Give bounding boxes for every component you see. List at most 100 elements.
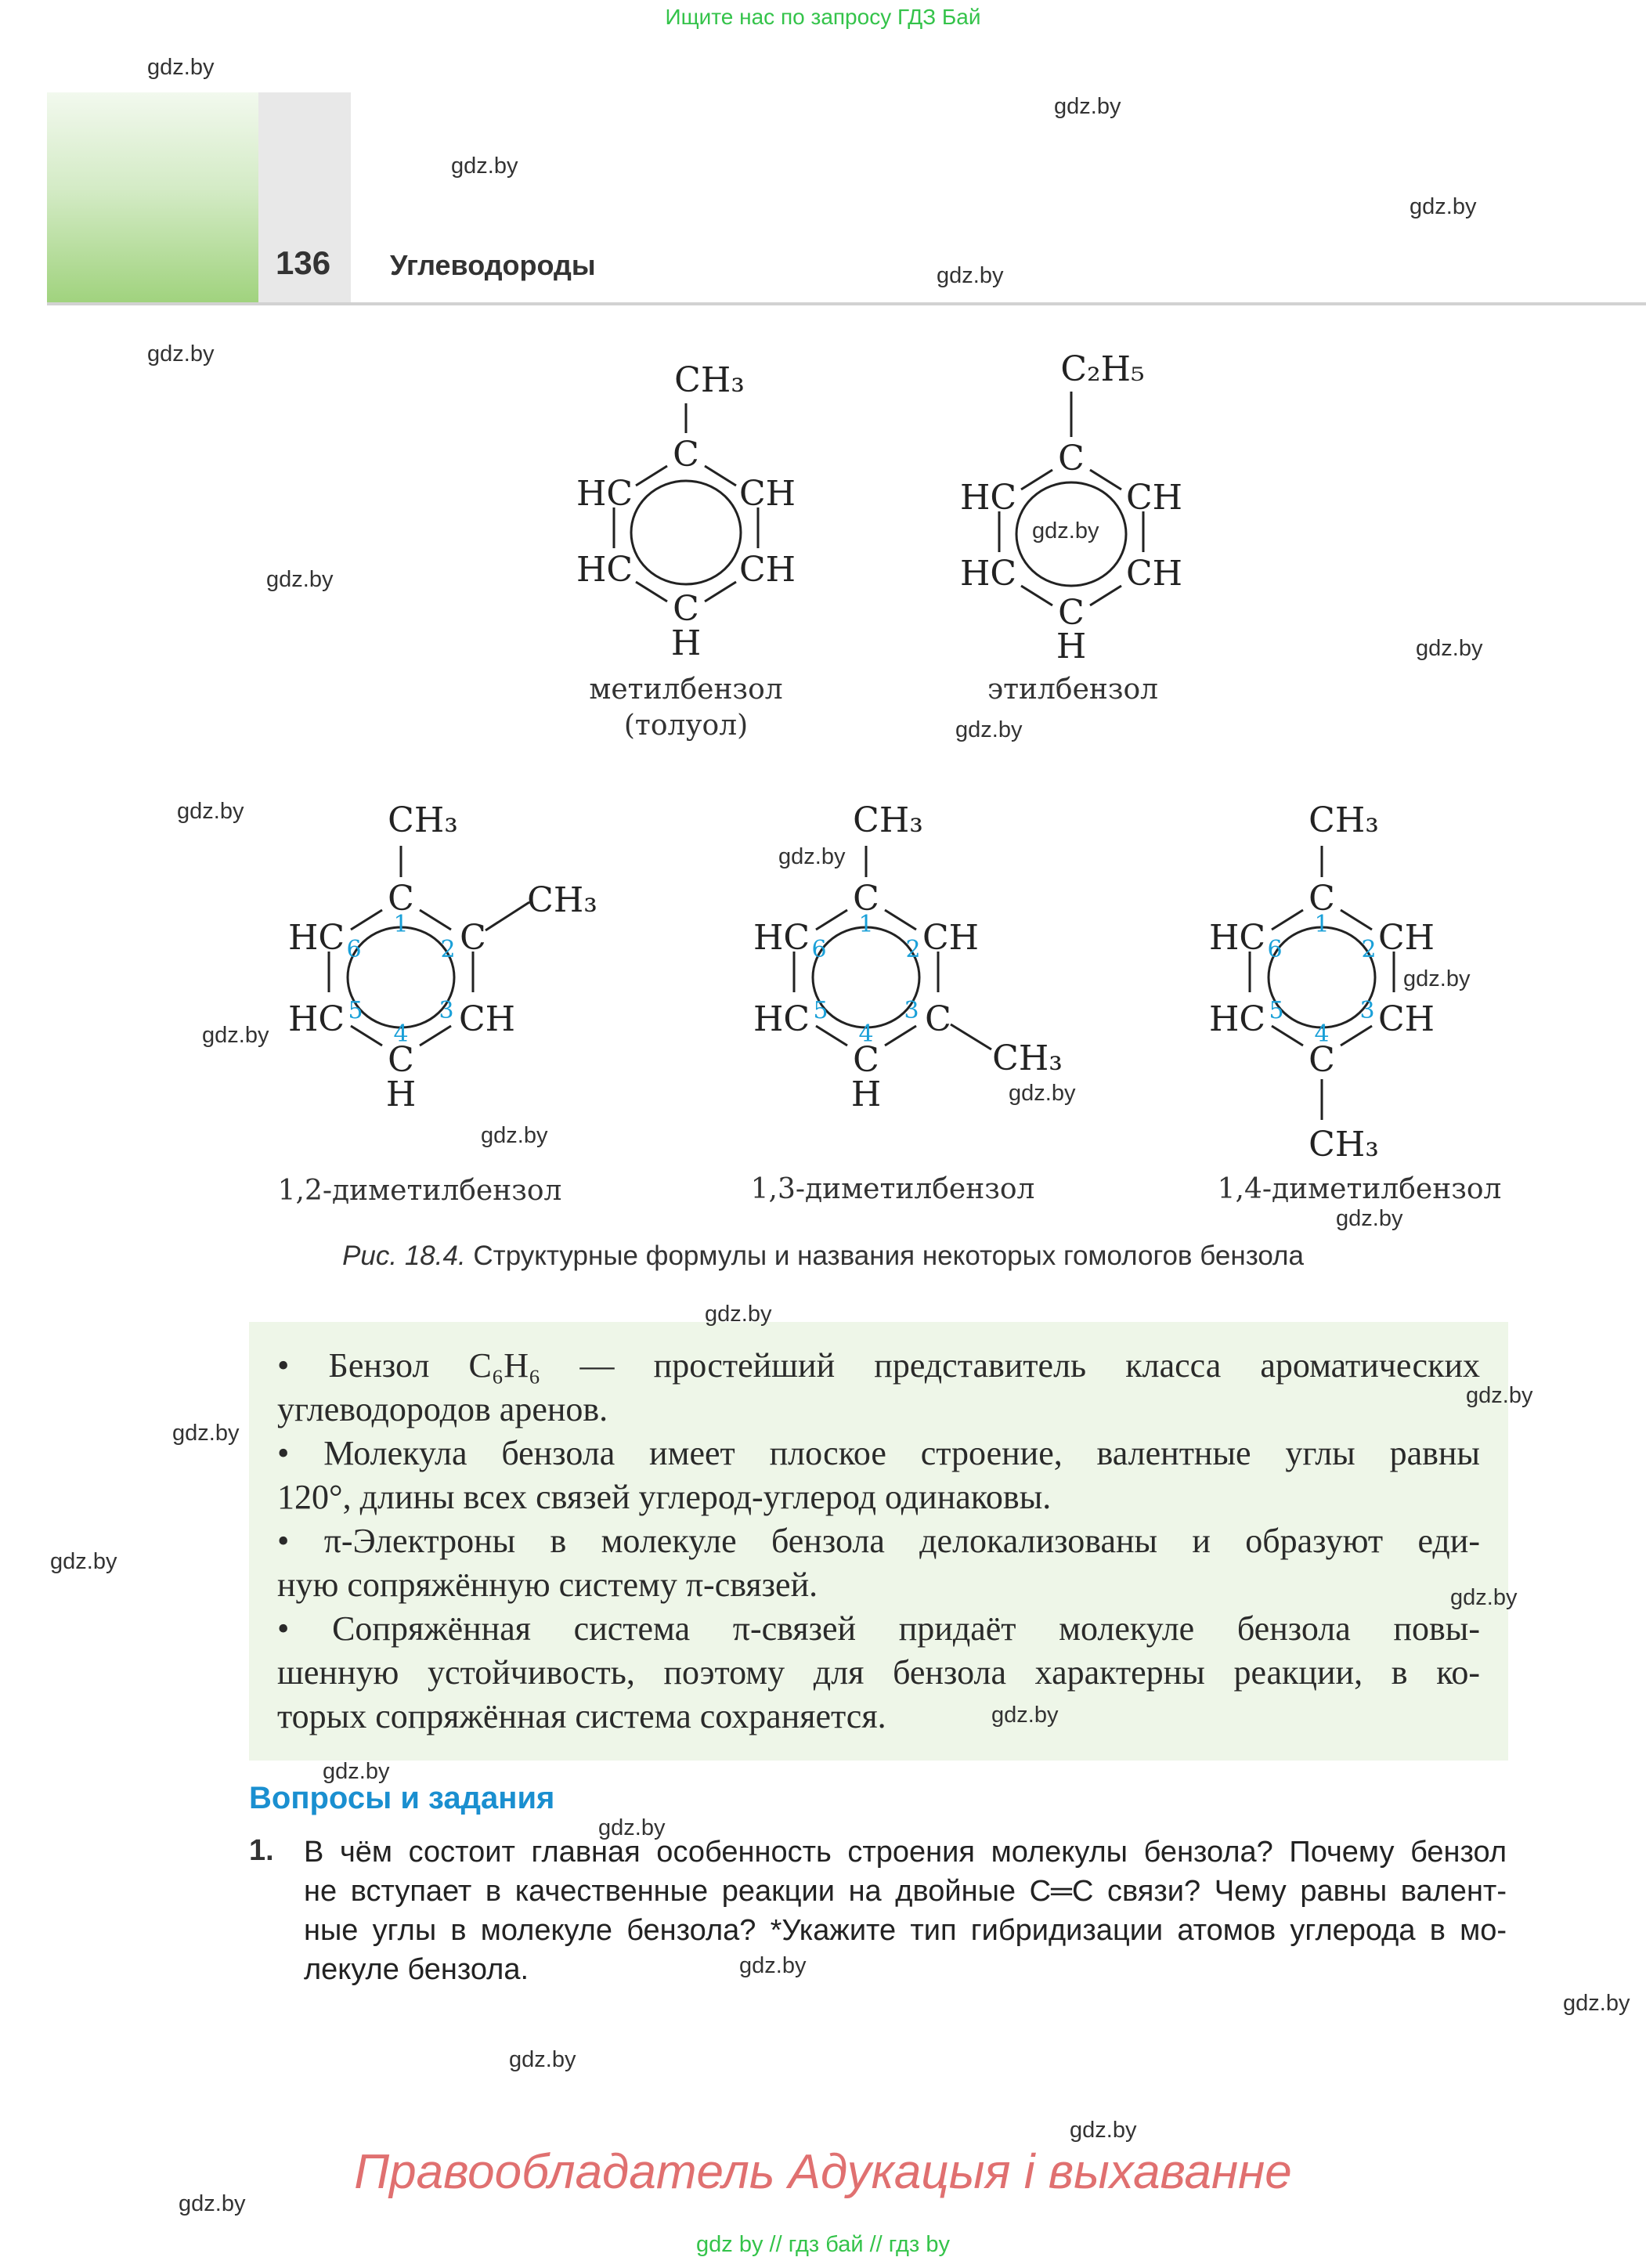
para-xylene-substituent-top: CH₃ xyxy=(1308,800,1379,840)
para-xylene-atom-ch2: CH xyxy=(1378,918,1435,958)
toluene-substituent: CH₃ xyxy=(674,360,745,400)
summary-line: шенную устойчивость, поэтому для бензола… xyxy=(277,1653,1480,1692)
meta-xylene-substituent-top: CH₃ xyxy=(853,800,923,840)
para-xylene-atom-ch3: CH xyxy=(1378,999,1435,1039)
meta-xylene-num-5: 5 xyxy=(813,997,828,1024)
watermark: gdz.by xyxy=(509,2047,576,2072)
watermark: gdz.by xyxy=(1466,1383,1533,1408)
ethylbenzene-name: этилбензол xyxy=(987,674,1158,706)
watermark: gdz.by xyxy=(147,341,215,367)
watermark: gdz.by xyxy=(1450,1585,1518,1610)
ethylbenzene-atom-c1: C xyxy=(1058,439,1085,479)
ortho-xylene-num-2: 2 xyxy=(440,936,455,963)
para-xylene-num-5: 5 xyxy=(1269,997,1283,1024)
summary-line: 120°, длины всех связей углерод-углерод … xyxy=(277,1478,1052,1516)
ethylbenzene-atom-ch-lower: CH xyxy=(1126,554,1182,594)
ortho-xylene-atom-ch3: CH xyxy=(459,999,515,1039)
watermark: gdz.by xyxy=(739,1953,807,1978)
watermark: gdz.by xyxy=(1336,1206,1403,1231)
summary-box xyxy=(249,1322,1508,1761)
ortho-xylene-num-3: 3 xyxy=(439,997,453,1024)
para-xylene-num-3: 3 xyxy=(1359,997,1374,1024)
toluene-alt-name: (толуол) xyxy=(624,710,748,742)
watermark: gdz.by xyxy=(266,567,334,592)
watermark: gdz.by xyxy=(323,1759,390,1784)
ethylbenzene-atom-hc-lower: HC xyxy=(960,554,1016,594)
watermark: gdz.by xyxy=(1563,1991,1630,2016)
ethylbenzene-atom-ch-upper: CH xyxy=(1126,478,1182,518)
meta-xylene-atom-c4: C xyxy=(853,1040,879,1080)
meta-xylene-num-4: 4 xyxy=(858,1020,873,1048)
meta-xylene-num-2: 2 xyxy=(905,936,920,963)
summary-line: торых сопряжённая система сохраняется. xyxy=(277,1697,886,1735)
meta-xylene-atom-c1: C xyxy=(853,879,879,919)
summary-line: • Бензол C₆H₆ — простейший представитель… xyxy=(277,1346,1480,1385)
question-number: 1. xyxy=(249,1834,274,1867)
watermark: gdz.by xyxy=(705,1302,772,1327)
ortho-xylene-atom-c4: C xyxy=(388,1040,414,1080)
copyright-notice: Правообладатель Адукацыя і выхаванне xyxy=(354,2145,1292,2199)
toluene-atom-c1: C xyxy=(673,435,699,475)
watermark: gdz.by xyxy=(147,55,215,80)
ortho-xylene-atom-hc5: HC xyxy=(288,999,345,1039)
meta-xylene-num-1: 1 xyxy=(858,911,873,938)
meta-xylene-atom-h: H xyxy=(851,1074,881,1114)
para-xylene-num-1: 1 xyxy=(1314,911,1329,938)
para-xylene-num-6: 6 xyxy=(1267,936,1282,963)
summary-line: углеводородов аренов. xyxy=(277,1390,608,1428)
questions-heading: Вопросы и задания xyxy=(249,1781,555,1815)
footer-links[interactable]: gdz by // гдз бай // гдз by xyxy=(696,2232,950,2257)
watermark: gdz.by xyxy=(451,153,518,179)
page-number: 136 xyxy=(276,244,331,281)
toluene-atom-c4: C xyxy=(673,589,699,629)
summary-line: • Сопряжённая система π-связей придаёт м… xyxy=(277,1609,1480,1648)
para-xylene-substituent-bottom: CH₃ xyxy=(1308,1125,1379,1165)
figure-caption-label: Рис. 18.4. xyxy=(342,1241,466,1271)
ortho-xylene-num-5: 5 xyxy=(348,997,363,1024)
watermark: gdz.by xyxy=(202,1023,269,1048)
meta-xylene-num-6: 6 xyxy=(811,936,826,963)
question-line: лекуле бензола. xyxy=(304,1953,529,1986)
watermark: gdz.by xyxy=(778,844,846,869)
watermark: gdz.by xyxy=(50,1549,117,1574)
watermark: gdz.by xyxy=(1416,636,1483,661)
header-grey-band xyxy=(258,92,351,305)
watermark: gdz.by xyxy=(179,2191,246,2216)
toluene-atom-hc-lower: HC xyxy=(576,550,633,590)
ortho-xylene-name: 1,2-диметилбензол xyxy=(278,1175,562,1207)
toluene-atom-h: H xyxy=(671,623,701,663)
figure-caption-text: Структурные формулы и названия некоторых… xyxy=(473,1241,1304,1271)
ethylbenzene-atom-c4: C xyxy=(1058,593,1085,633)
meta-xylene-substituent-side: CH₃ xyxy=(992,1038,1063,1078)
toluene-atom-ch-lower: CH xyxy=(739,550,796,590)
top-banner[interactable]: Ищите нас по запросу ГДЗ Бай xyxy=(665,5,981,29)
toluene-atom-hc-upper: HC xyxy=(576,474,633,514)
watermark: gdz.by xyxy=(1070,2118,1137,2143)
para-xylene-num-2: 2 xyxy=(1361,936,1376,963)
ortho-xylene-substituent-side: CH₃ xyxy=(527,880,597,920)
watermark: gdz.by xyxy=(172,1421,240,1446)
watermark: gdz.by xyxy=(481,1123,548,1148)
watermark: gdz.by xyxy=(991,1703,1059,1728)
watermark: gdz.by xyxy=(598,1815,666,1840)
para-xylene-atom-c1: C xyxy=(1308,879,1335,919)
question-line: В чём состоит главная особенность строен… xyxy=(304,1836,1507,1869)
question-line: не вступает в качественные реакции на дв… xyxy=(304,1875,1507,1908)
toluene-atom-ch-upper: CH xyxy=(739,474,796,514)
watermark: gdz.by xyxy=(1403,966,1471,991)
header-rule xyxy=(47,302,1646,305)
ortho-xylene-atom-c1: C xyxy=(388,879,414,919)
watermark: gdz.by xyxy=(1054,94,1121,119)
para-xylene-atom-c4: C xyxy=(1308,1040,1335,1080)
para-xylene-atom-hc6: HC xyxy=(1209,918,1265,958)
meta-xylene-atom-c3: C xyxy=(925,999,951,1039)
watermark: gdz.by xyxy=(177,799,244,824)
para-xylene-name: 1,4-диметилбензол xyxy=(1218,1173,1502,1205)
ortho-xylene-num-1: 1 xyxy=(393,911,408,938)
ortho-xylene-num-6: 6 xyxy=(346,936,361,963)
benzene-homologs-figure: CH₃ C HC CH HC CH C H C₂H₅ C HC CH HC CH… xyxy=(278,349,1502,1207)
ortho-xylene-atom-hc6: HC xyxy=(288,918,345,958)
section-title: Углеводороды xyxy=(390,249,596,281)
summary-line: • Молекула бензола имеет плоское строени… xyxy=(277,1434,1480,1472)
watermark: gdz.by xyxy=(1410,194,1477,219)
